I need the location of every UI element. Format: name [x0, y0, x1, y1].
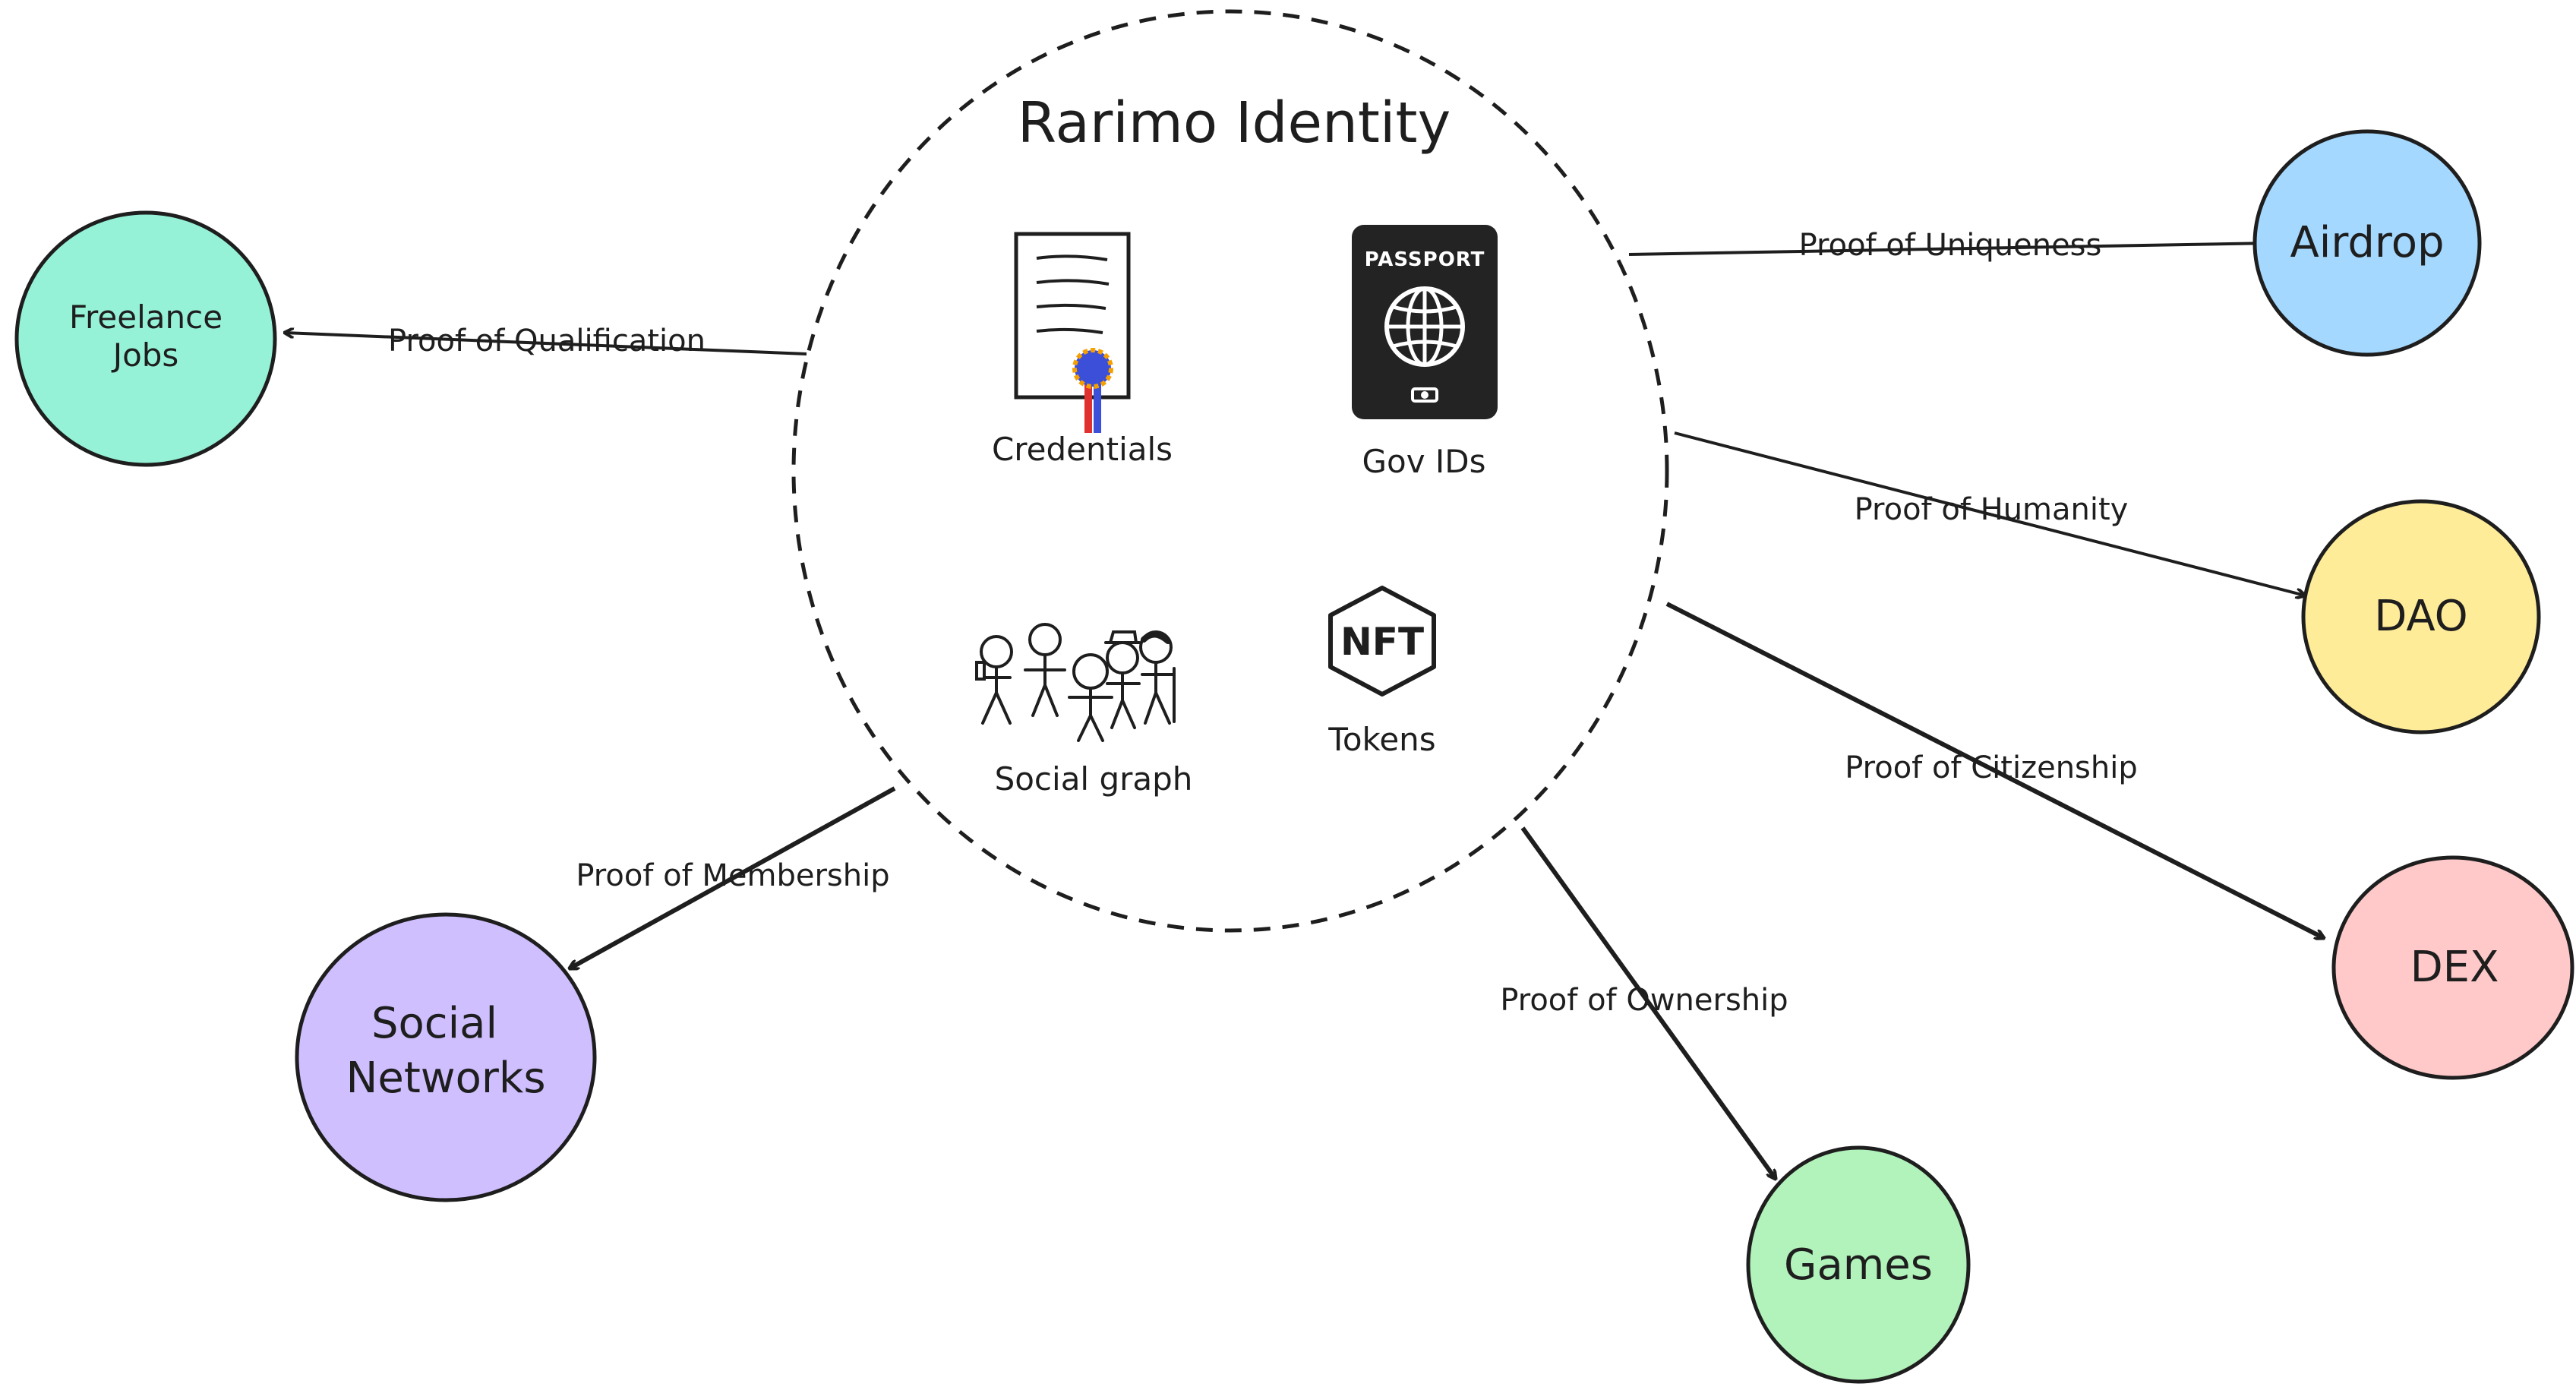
- identity-title: Rarimo Identity: [1018, 90, 1451, 156]
- edge-citizenship-label: Proof of Citizenship: [1845, 750, 2138, 785]
- edge-qualification-label: Proof of Qualification: [388, 324, 706, 359]
- airdrop-label: Airdrop: [2290, 218, 2444, 267]
- certificate-icon: [1014, 232, 1131, 433]
- node-freelance-jobs: Freelance Jobs: [14, 210, 277, 467]
- social-line1: Social: [371, 999, 497, 1048]
- social-line2: Networks: [346, 1054, 546, 1103]
- gov-ids-label: Gov IDs: [1362, 443, 1485, 480]
- edge-membership-label: Proof of Membership: [576, 858, 889, 893]
- freelance-line1: Freelance: [69, 299, 223, 336]
- node-games: Games: [1746, 1145, 1971, 1384]
- node-dex: DEX: [2331, 855, 2574, 1080]
- edge-membership-arrow: [570, 786, 896, 971]
- identity-boundary: [791, 9, 1669, 933]
- edge-citizenship-arrow: [1665, 602, 2324, 938]
- edge-humanity-arrow: [1674, 431, 2305, 595]
- freelance-line2: Jobs: [111, 336, 179, 374]
- edge-ownership-arrow: [1520, 826, 1776, 1179]
- edge-uniqueness-label: Proof of Uniqueness: [1799, 228, 2102, 263]
- node-airdrop: Airdrop: [2252, 129, 2482, 357]
- social-graph-label: Social graph: [995, 760, 1193, 798]
- nft-text: NFT: [1340, 620, 1424, 664]
- node-dao: DAO: [2301, 499, 2541, 734]
- edge-humanity-label: Proof of Humanity: [1855, 492, 2129, 527]
- credentials-label: Credentials: [992, 431, 1173, 468]
- edge-uniqueness-arrow: [1628, 243, 2272, 256]
- edge-qualification-arrow: [285, 333, 807, 355]
- games-label: Games: [1784, 1240, 1933, 1290]
- passport-text: PASSPORT: [1365, 248, 1485, 271]
- node-social-networks: Social Networks: [295, 912, 597, 1202]
- dex-label: DEX: [2410, 943, 2499, 992]
- dao-label: DAO: [2374, 592, 2468, 641]
- tokens-label: Tokens: [1327, 721, 1435, 758]
- passport-icon: PASSPORT: [1352, 225, 1498, 419]
- people-group-icon: [975, 623, 1176, 742]
- edge-ownership-label: Proof of Ownership: [1500, 983, 1788, 1018]
- nft-hexagon-icon: NFT: [1328, 586, 1436, 697]
